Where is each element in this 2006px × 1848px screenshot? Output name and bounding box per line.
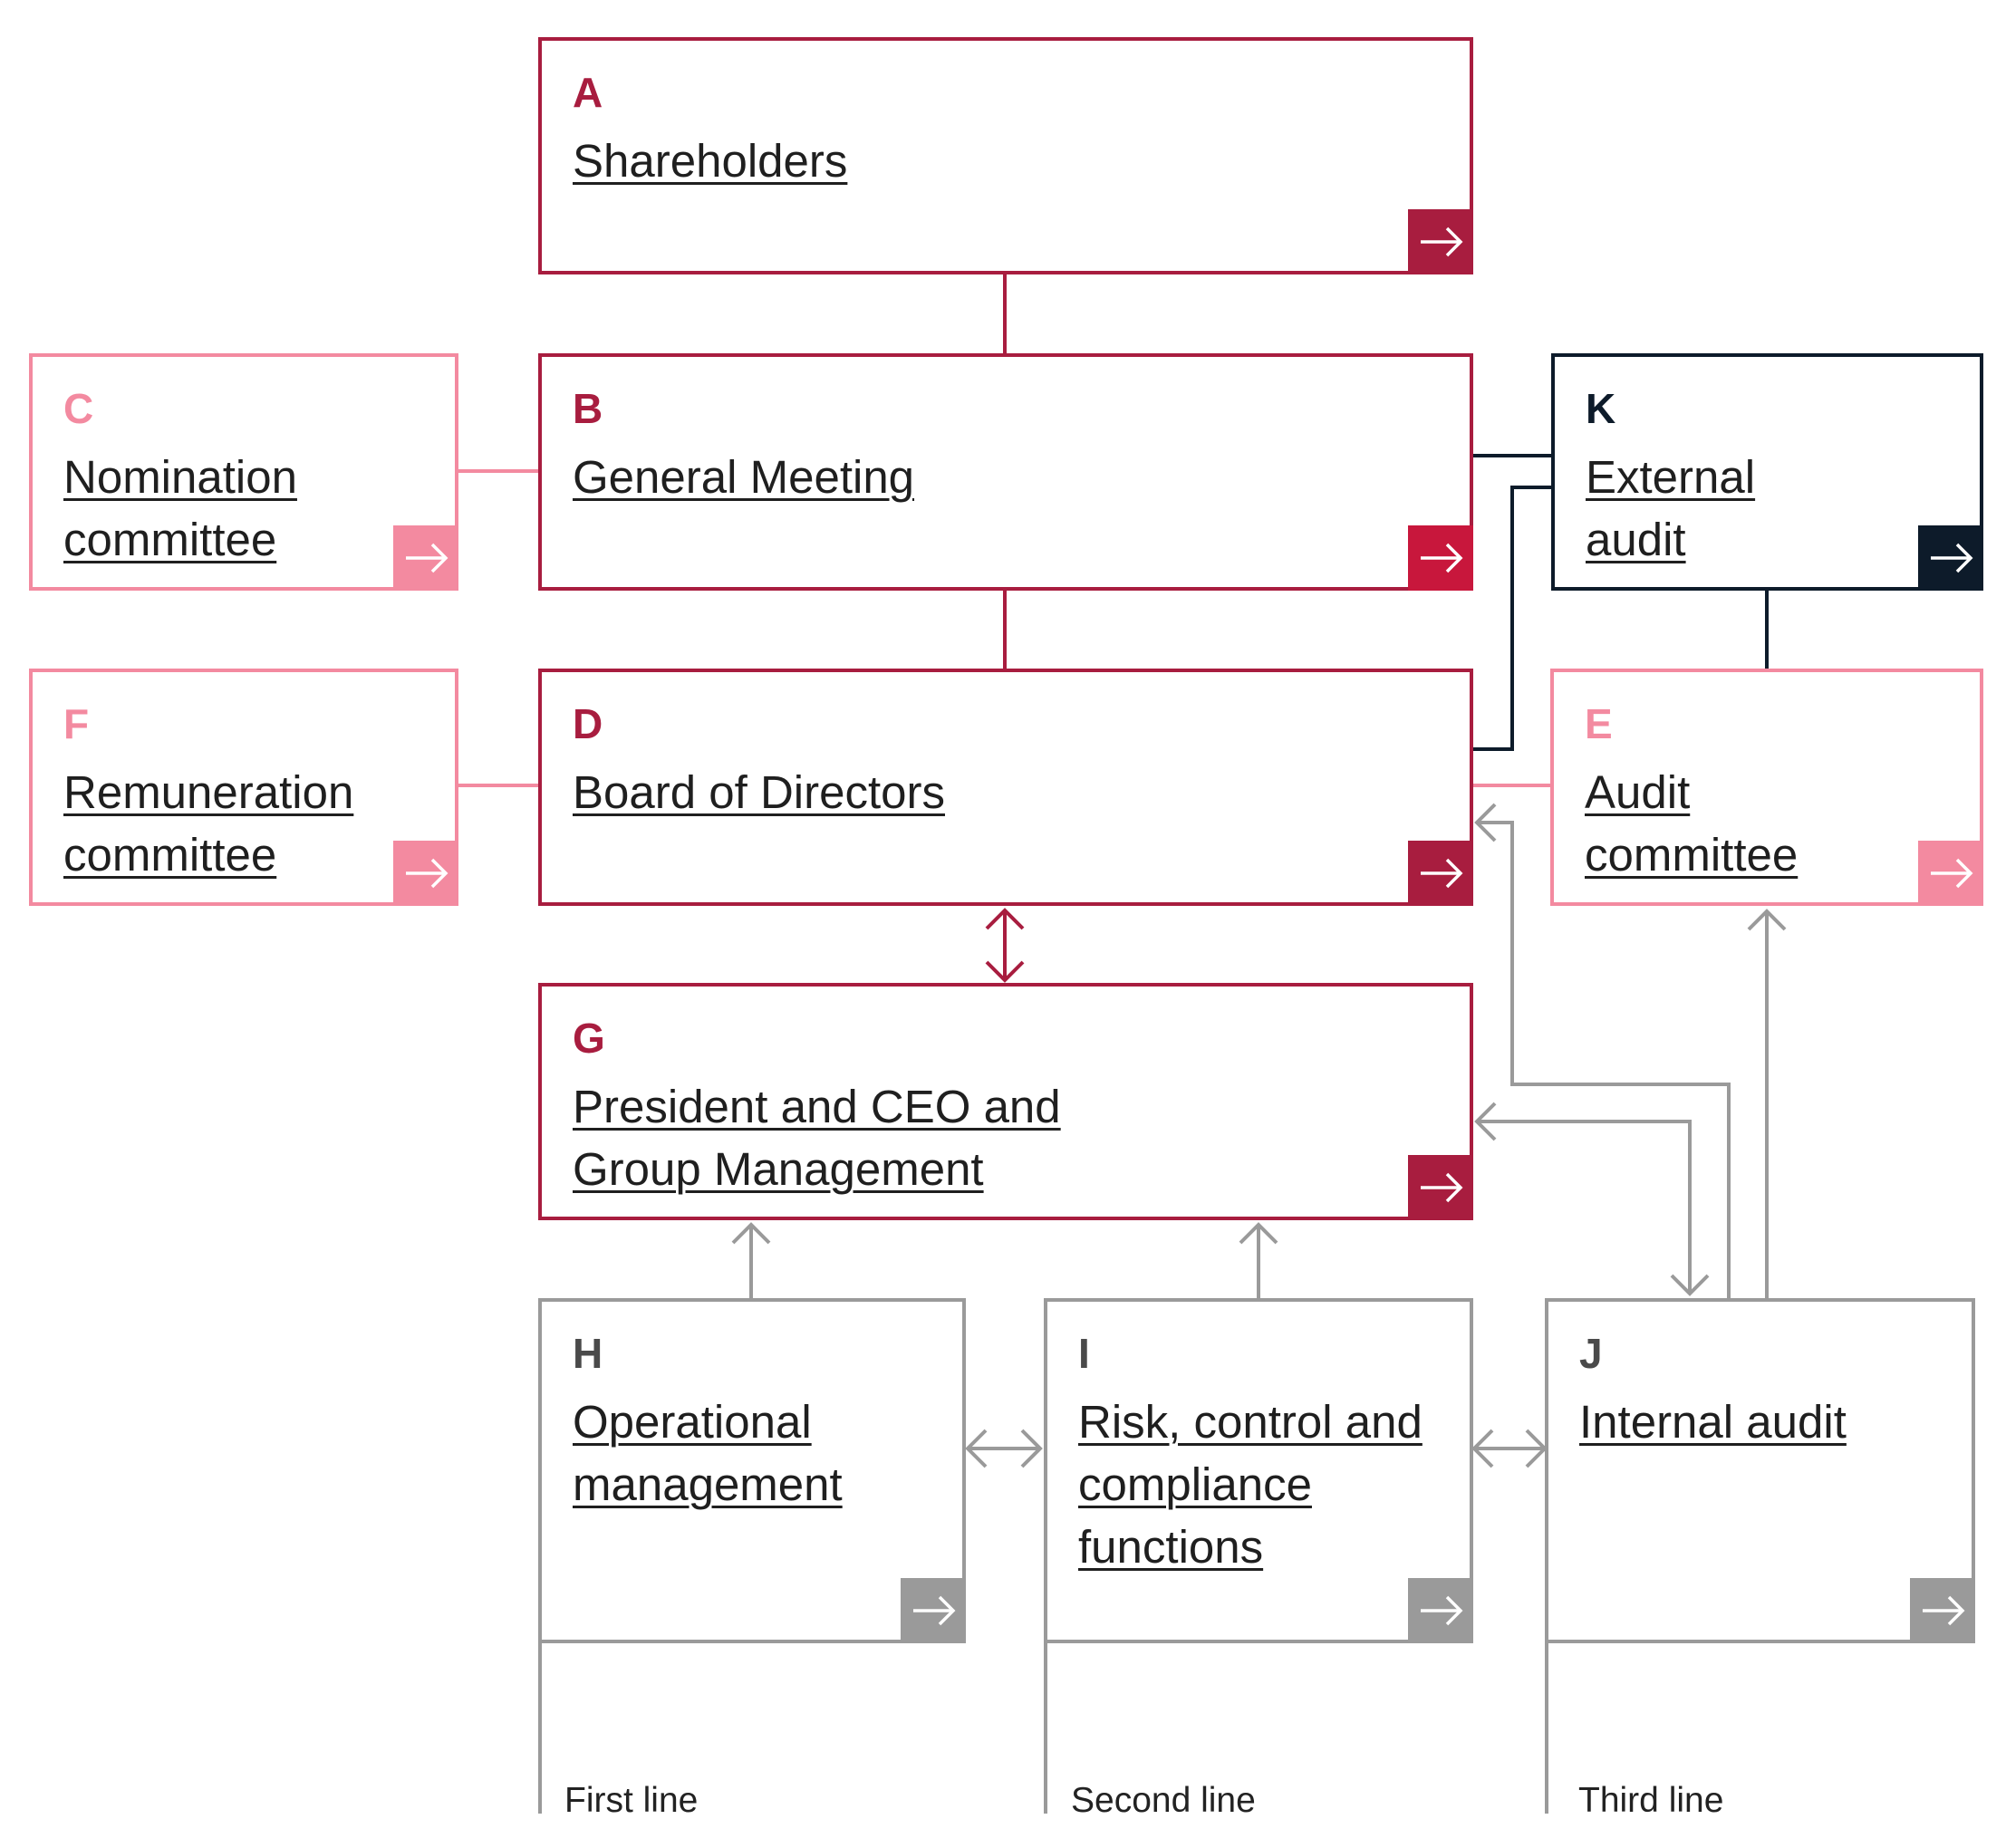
node-letter: D (573, 700, 603, 747)
node-link-risk-control-compliance[interactable]: Risk, control and compliance functions (1078, 1396, 1423, 1573)
node-letter: C (63, 385, 94, 432)
node-letter: F (63, 700, 90, 747)
arrow-right-icon[interactable] (393, 525, 458, 591)
node-letter: A (573, 69, 603, 116)
arrow-right-icon[interactable] (1408, 841, 1473, 906)
node-link-remuneration-committee[interactable]: Remuneration committee (63, 766, 354, 881)
node-link-general-meeting[interactable]: General Meeting (573, 451, 915, 503)
third-line-label: Third line (1578, 1781, 1724, 1820)
node-audit-committee[interactable]: E Audit committee (1550, 669, 1983, 906)
node-internal-audit[interactable]: J Internal audit (1545, 1298, 1975, 1643)
arrow-right-icon[interactable] (1918, 525, 1983, 591)
node-link-board-of-directors[interactable]: Board of Directors (573, 766, 945, 818)
node-letter: E (1585, 700, 1613, 747)
node-shareholders[interactable]: A Shareholders (538, 37, 1473, 274)
node-link-external-audit[interactable]: External audit (1586, 451, 1756, 565)
node-letter: G (573, 1015, 605, 1062)
arrow-right-icon[interactable] (1408, 525, 1473, 591)
node-letter: J (1579, 1330, 1603, 1377)
node-link-president-ceo[interactable]: President and CEO and Group Management (573, 1081, 1061, 1195)
first-line-label: First line (564, 1781, 699, 1820)
node-letter: I (1078, 1330, 1090, 1377)
arrow-right-icon[interactable] (1408, 1578, 1473, 1643)
arrow-right-icon[interactable] (1918, 841, 1983, 906)
node-letter: H (573, 1330, 603, 1377)
arrow-right-icon[interactable] (1408, 1155, 1473, 1220)
arrow-right-icon[interactable] (393, 841, 458, 906)
node-external-audit[interactable]: K External audit (1551, 353, 1983, 591)
node-remuneration-committee[interactable]: F Remuneration committee (29, 669, 458, 906)
node-link-shareholders[interactable]: Shareholders (573, 135, 848, 187)
node-link-nomination-committee[interactable]: Nomination committee (63, 451, 297, 565)
node-link-audit-committee[interactable]: Audit committee (1585, 766, 1799, 881)
second-line-label: Second line (1071, 1781, 1256, 1820)
node-board-of-directors[interactable]: D Board of Directors (538, 669, 1473, 906)
arrow-right-icon[interactable] (1910, 1578, 1975, 1643)
node-operational-management[interactable]: H Operational management (538, 1298, 966, 1643)
node-risk-control-compliance[interactable]: I Risk, control and compliance functions (1044, 1298, 1473, 1643)
arrow-right-icon[interactable] (1408, 209, 1473, 274)
node-link-internal-audit[interactable]: Internal audit (1579, 1396, 1847, 1448)
node-letter: B (573, 385, 603, 432)
node-link-operational-management[interactable]: Operational management (573, 1396, 843, 1510)
node-nomination-committee[interactable]: C Nomination committee (29, 353, 458, 591)
node-letter: K (1586, 385, 1616, 432)
arrow-right-icon[interactable] (901, 1578, 966, 1643)
node-president-ceo-group-management[interactable]: G President and CEO and Group Management (538, 983, 1473, 1220)
node-general-meeting[interactable]: B General Meeting (538, 353, 1473, 591)
